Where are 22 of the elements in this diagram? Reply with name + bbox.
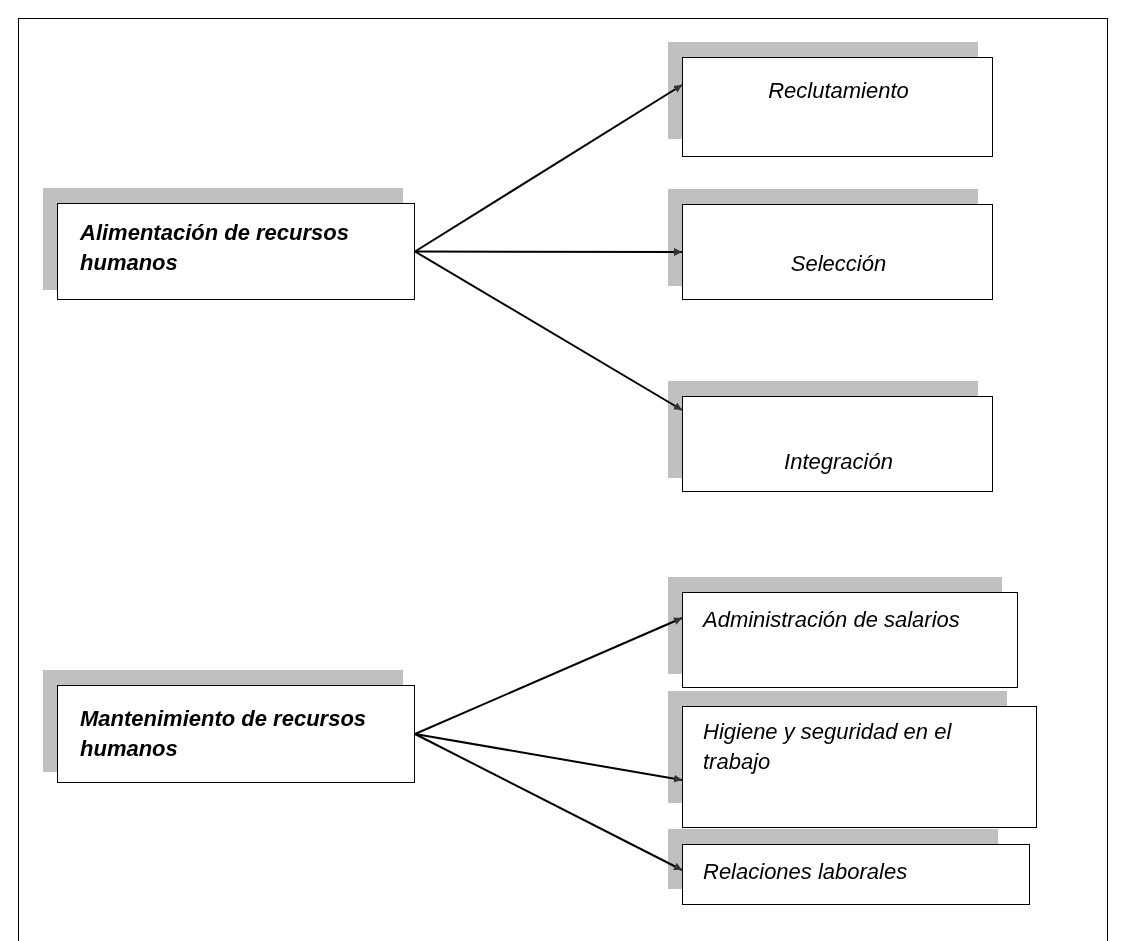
process-box: [682, 844, 1030, 905]
box-heading: Alimentación de recursos humanos: [80, 219, 350, 277]
box-label: Administración de salarios: [703, 606, 961, 634]
arrow: [414, 84, 683, 253]
arrow: [414, 248, 683, 256]
arrow: [414, 733, 683, 871]
process-box: [682, 706, 1037, 828]
box-label: Relaciones laborales: [703, 858, 909, 886]
box-label: Higiene y seguridad en el trabajo: [703, 718, 953, 776]
process-box: [57, 203, 415, 300]
box-label: Reclutamiento: [767, 77, 910, 105]
process-box: [57, 685, 415, 783]
process-box: [682, 396, 993, 492]
process-box: [682, 57, 993, 157]
arrow: [414, 250, 683, 411]
process-box: [682, 204, 993, 300]
box-heading: Mantenimiento de recursos humanos: [80, 705, 368, 763]
arrow: [414, 617, 683, 735]
process-box: [682, 592, 1018, 688]
box-label: Selección: [789, 250, 888, 278]
arrow: [414, 733, 683, 783]
box-label: Integración: [783, 448, 894, 476]
